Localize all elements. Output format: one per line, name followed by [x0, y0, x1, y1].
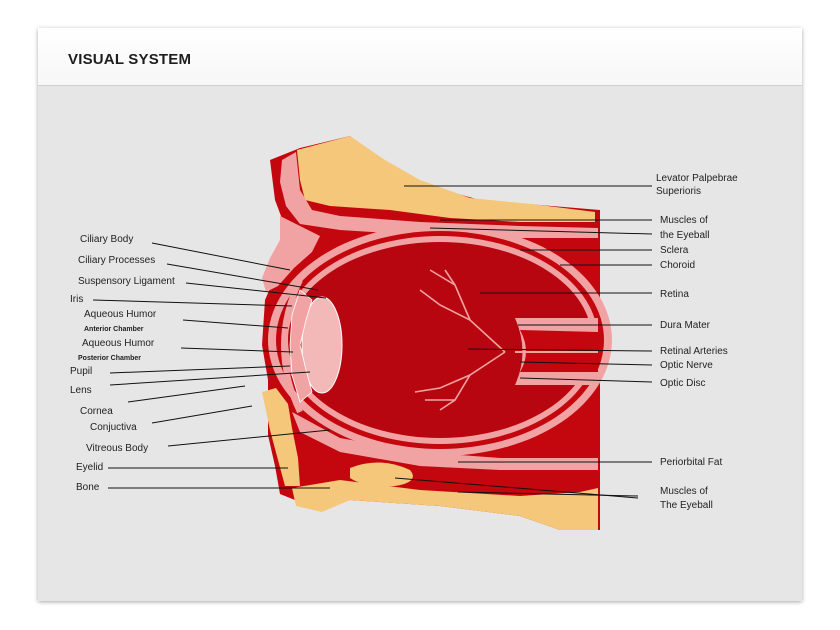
label-periorbital-fat: Periorbital Fat — [660, 457, 722, 468]
label-cornea: Cornea — [80, 406, 113, 417]
label-optic-nerve: Optic Nerve — [660, 360, 713, 371]
label-superioris: Superioris — [656, 186, 701, 197]
label-ciliary-processes: Ciliary Processes — [78, 255, 155, 266]
label-posterior-chamber: Posterior Chamber — [78, 355, 141, 362]
label-retinal-arteries: Retinal Arteries — [660, 346, 728, 357]
label-sclera: Sclera — [660, 245, 689, 256]
label-levator-palpebrae: Levator Palpebrae — [656, 173, 738, 184]
label-eyelid: Eyelid — [76, 462, 103, 473]
label-bone: Bone — [76, 482, 100, 493]
label-ciliary-body: Ciliary Body — [80, 234, 133, 245]
label-iris: Iris — [70, 294, 83, 305]
label-aqueous-humor-anterior: Aqueous Humor — [84, 309, 157, 320]
label-choroid: Choroid — [660, 260, 695, 271]
label-pupil: Pupil — [70, 366, 92, 377]
label-optic-disc: Optic Disc — [660, 378, 706, 389]
label-suspensory-ligament: Suspensory Ligament — [78, 276, 175, 287]
label-lens: Lens — [70, 385, 92, 396]
label-muscles-of-upper: Muscles of — [660, 215, 708, 226]
label-the-eyeball-lower: The Eyeball — [660, 500, 713, 511]
label-retina: Retina — [660, 289, 689, 300]
label-dura-mater: Dura Mater — [660, 320, 711, 331]
label-vitreous-body: Vitreous Body — [86, 443, 148, 454]
label-conjuctiva: Conjuctiva — [90, 422, 137, 433]
label-muscles-of-lower: Muscles of — [660, 486, 708, 497]
label-anterior-chamber: Anterior Chamber — [84, 326, 144, 333]
label-aqueous-humor-posterior: Aqueous Humor — [82, 338, 155, 349]
label-the-eyeball-upper: the Eyeball — [660, 230, 709, 241]
